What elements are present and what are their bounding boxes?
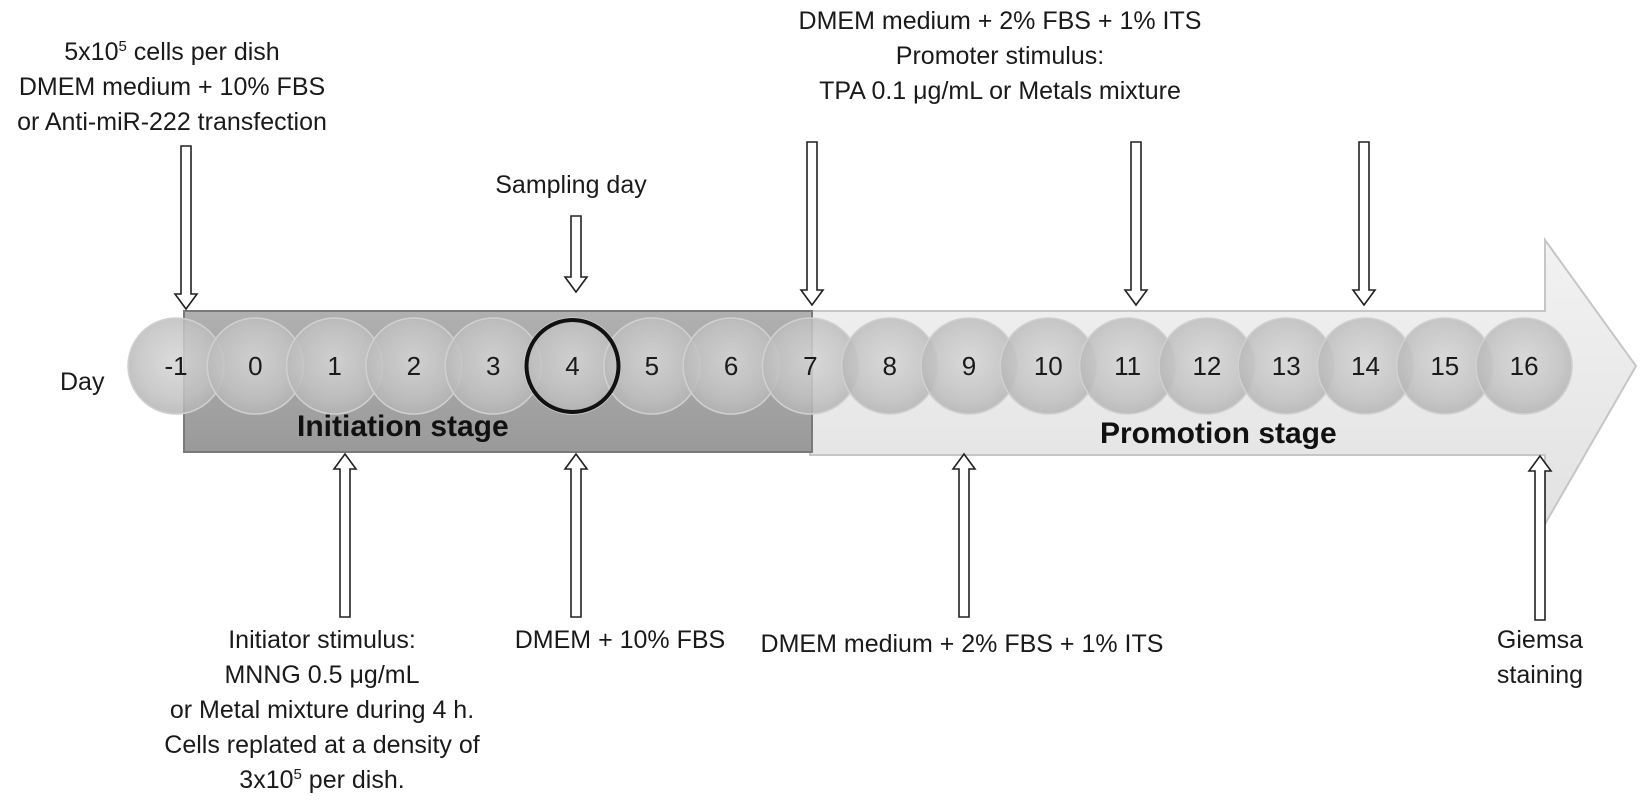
day-number-5: 5: [645, 351, 659, 381]
initiator-arrow: [332, 452, 358, 618]
promotion-stage-label: Promotion stage: [1100, 417, 1337, 450]
day-number-0: 0: [248, 351, 262, 381]
day-number-4: 4: [565, 351, 579, 381]
day-number-8: 8: [882, 351, 896, 381]
initiator-note-line4: Cells replated at a density of: [164, 731, 480, 759]
promoter-note-line2: Promoter stimulus:: [895, 42, 1105, 70]
seeding-arrow: [173, 145, 199, 311]
giemsa-note-line1: Giemsa: [1496, 626, 1584, 654]
giemsa-note: Giemsa staining: [1480, 623, 1600, 693]
day-number-1: 1: [327, 351, 341, 381]
promoter-arrow-day11: [1123, 141, 1149, 307]
day-axis-label: Day: [60, 368, 105, 396]
dmem-day4-arrow: [563, 452, 589, 618]
seeding-note-line2: DMEM medium + 10% FBS: [18, 73, 326, 101]
giemsa-arrow: [1527, 454, 1553, 621]
seeding-note-line3: or Anti-miR-222 transfection: [17, 108, 327, 136]
day-number-11: 11: [1114, 351, 1141, 381]
seeding-note: 5x105 cells per dish DMEM medium + 10% F…: [0, 35, 344, 140]
day-number--1: -1: [164, 351, 187, 381]
annotation-arrows: [173, 141, 1553, 621]
day-number-16: 16: [1510, 351, 1539, 381]
initiation-stage-label: Initiation stage: [297, 410, 509, 443]
sampling-arrow: [563, 215, 589, 294]
initiator-note-line2: MNNG 0.5 μg/mL: [224, 661, 420, 689]
initiator-note: Initiator stimulus: MNNG 0.5 μg/mL or Me…: [130, 623, 514, 798]
day-number-14: 14: [1351, 351, 1380, 381]
day-number-6: 6: [724, 351, 738, 381]
initiator-note-line5: 3x105 per dish.: [239, 766, 405, 794]
sampling-day-highlight-ring: [524, 318, 621, 414]
initiator-note-line1: Initiator stimulus:: [228, 626, 416, 654]
promoter-note-line3: TPA 0.1 μg/mL or Metals mixture: [819, 77, 1181, 105]
day-number-13: 13: [1272, 351, 1301, 381]
day-number-10: 10: [1034, 351, 1063, 381]
day-number-7: 7: [803, 351, 817, 381]
day-number-9: 9: [962, 351, 976, 381]
initiator-note-line3: or Metal mixture during 4 h.: [169, 696, 475, 724]
giemsa-note-line2: staining: [1496, 661, 1584, 689]
day-number-15: 15: [1430, 351, 1459, 381]
dmem-day4-note: DMEM + 10% FBS: [514, 626, 726, 654]
day-number-2: 2: [407, 351, 421, 381]
sampling-day-note: Sampling day: [495, 171, 647, 199]
promoter-arrow-day14: [1351, 141, 1377, 307]
dmem-day9-arrow: [951, 452, 977, 618]
day-number-3: 3: [486, 351, 500, 381]
day-number-12: 12: [1192, 351, 1221, 381]
dmem-day9-note: DMEM medium + 2% FBS + 1% ITS: [760, 630, 1164, 658]
promoter-note: DMEM medium + 2% FBS + 1% ITS Promoter s…: [770, 4, 1230, 109]
day-circles: [127, 317, 1573, 415]
seeding-note-line1: 5x105 cells per dish: [64, 38, 280, 66]
day-circle: [1475, 317, 1573, 415]
promoter-note-line1: DMEM medium + 2% FBS + 1% ITS: [798, 7, 1202, 35]
promoter-arrow-day7: [799, 141, 825, 307]
